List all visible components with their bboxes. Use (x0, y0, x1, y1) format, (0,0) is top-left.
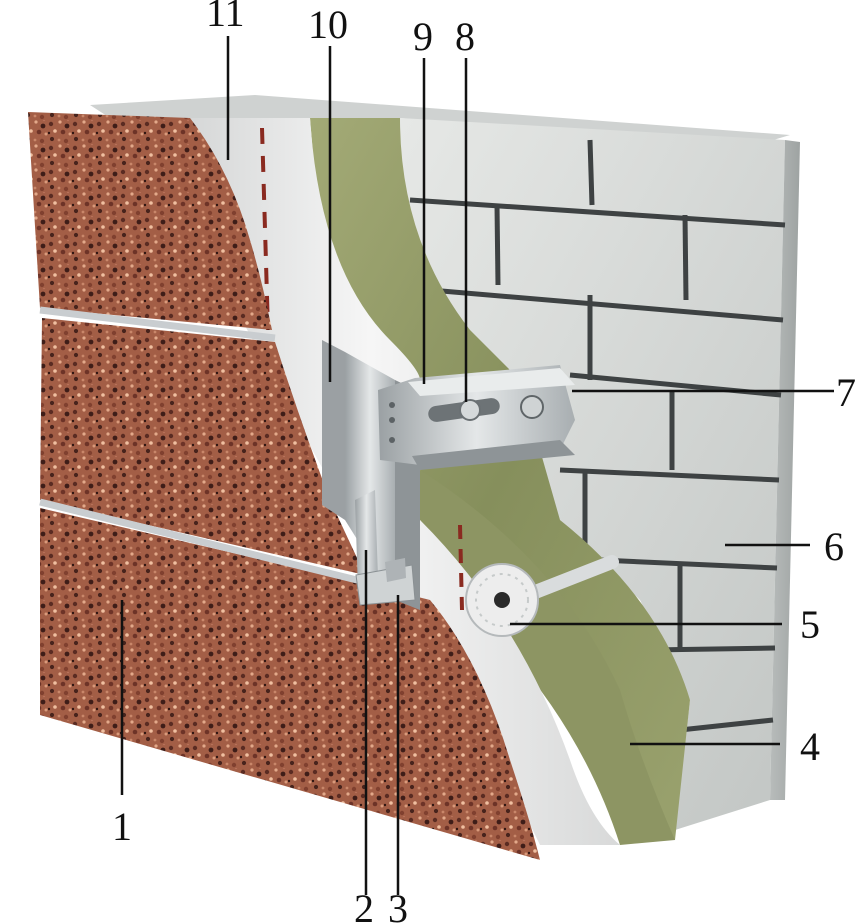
callout-1: 1 (112, 804, 132, 849)
insulation-dowel (465, 555, 619, 637)
callout-9: 9 (413, 14, 433, 59)
callout-2: 2 (354, 886, 374, 924)
dashed-line-upper (260, 127, 270, 331)
callout-6: 6 (824, 524, 844, 569)
cladding-clamp (355, 490, 416, 606)
callout-10: 10 (308, 2, 348, 47)
granite-panel-bottom (40, 508, 540, 860)
callout-11: 11 (206, 0, 245, 35)
brick-wall (90, 95, 800, 830)
callout-4: 4 (800, 724, 820, 769)
rivet (389, 417, 395, 423)
callout-5: 5 (800, 602, 820, 647)
granite-cladding (28, 112, 540, 860)
callout-7: 7 (836, 370, 856, 415)
bracket-bolt-right (520, 395, 544, 419)
leader-lines (120, 36, 834, 895)
callout-8: 8 (455, 14, 475, 59)
callout-3: 3 (388, 886, 408, 924)
wall-bracket (378, 365, 575, 470)
anchor-bolt (459, 399, 481, 421)
rivet (389, 402, 395, 408)
granite-panel-middle (40, 318, 365, 575)
cladding-joint-2 (39, 498, 366, 586)
insulation-lower-face (420, 470, 675, 845)
rivet (389, 437, 395, 443)
cladding-joint-1 (39, 306, 276, 342)
granite-panel-top (28, 112, 272, 330)
brick-wall-side (770, 140, 800, 800)
callout-labels: 1 2 3 4 5 6 7 8 9 10 11 (112, 0, 856, 924)
